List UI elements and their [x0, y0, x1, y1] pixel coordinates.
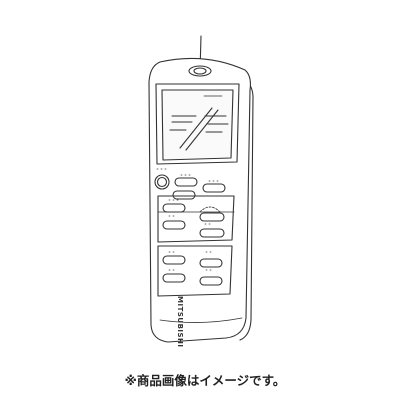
middle-buttons [162, 199, 225, 238]
image-disclaimer-caption: ※商品画像はイメージです。 [124, 373, 286, 388]
top-button-2 [202, 183, 226, 193]
lcd-screen [161, 89, 234, 161]
top-button-1 [174, 177, 198, 187]
top-button-row [172, 174, 226, 200]
brand-logo: MITSUBISHI [176, 296, 184, 348]
mid-button-4 [199, 228, 225, 238]
low-button-2 [199, 258, 223, 268]
ir-sensor-icon [188, 65, 212, 77]
middle-button-panel [157, 195, 235, 243]
lower-buttons [162, 251, 223, 286]
mid-button-1 [162, 203, 186, 213]
lcd-graphic [169, 95, 229, 151]
mid-button-3 [162, 220, 186, 230]
lcd-frame [155, 83, 240, 165]
low-button-1 [162, 255, 186, 265]
low-button-3 [162, 273, 186, 283]
low-button-4 [199, 276, 223, 286]
top-button-3 [172, 190, 196, 200]
power-button [154, 174, 170, 190]
mid-button-2 [199, 212, 225, 222]
lower-button-panel [157, 245, 233, 297]
